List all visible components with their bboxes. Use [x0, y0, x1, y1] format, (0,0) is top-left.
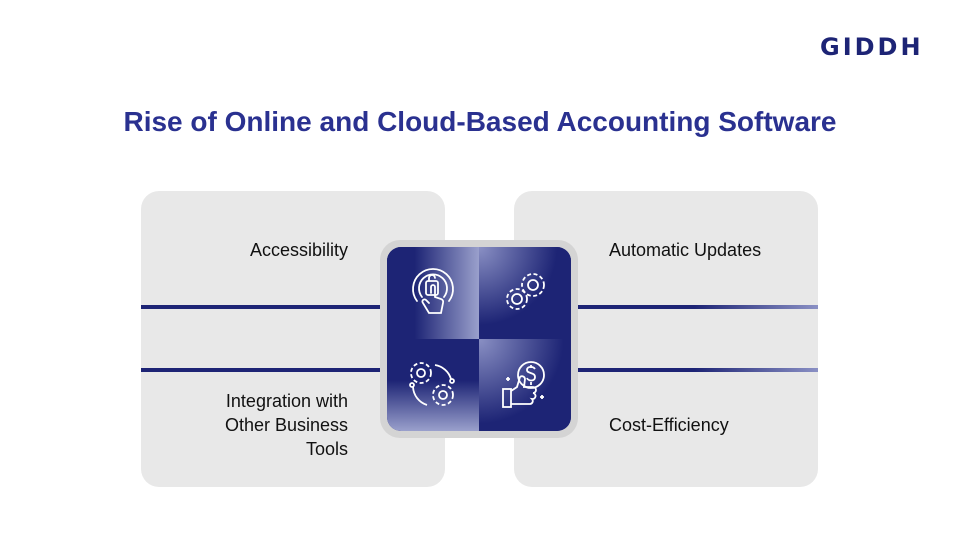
icon-panel	[387, 247, 571, 431]
thumbs-up-dollar-icon	[502, 361, 545, 408]
integration-gears-icon	[409, 362, 455, 406]
feature-automatic-updates: Automatic Updates	[609, 240, 762, 260]
quadrant-integration	[387, 339, 479, 431]
feature-accessibility: Accessibility	[249, 240, 348, 260]
divider-line	[570, 368, 818, 372]
divider-line	[570, 305, 818, 309]
divider-line	[141, 305, 391, 309]
feature-cost-efficiency: Cost-Efficiency	[609, 415, 729, 435]
feature-integration-line: Other Business	[224, 415, 348, 435]
quadrant-accessibility	[387, 247, 479, 339]
gears-icon	[506, 273, 545, 310]
feature-integration-line: Tools	[305, 439, 348, 459]
quadrant-cost	[479, 339, 571, 431]
quadrant-updates	[479, 247, 571, 339]
divider-line	[141, 368, 391, 372]
feature-integration-line: Integration with	[225, 391, 348, 411]
logo: GIDDH	[820, 33, 924, 61]
page-title: Rise of Online and Cloud-Based Accountin…	[123, 106, 837, 137]
feature-integration: Integration with Other Business Tools	[150, 389, 348, 461]
touch-access-icon	[412, 268, 454, 314]
